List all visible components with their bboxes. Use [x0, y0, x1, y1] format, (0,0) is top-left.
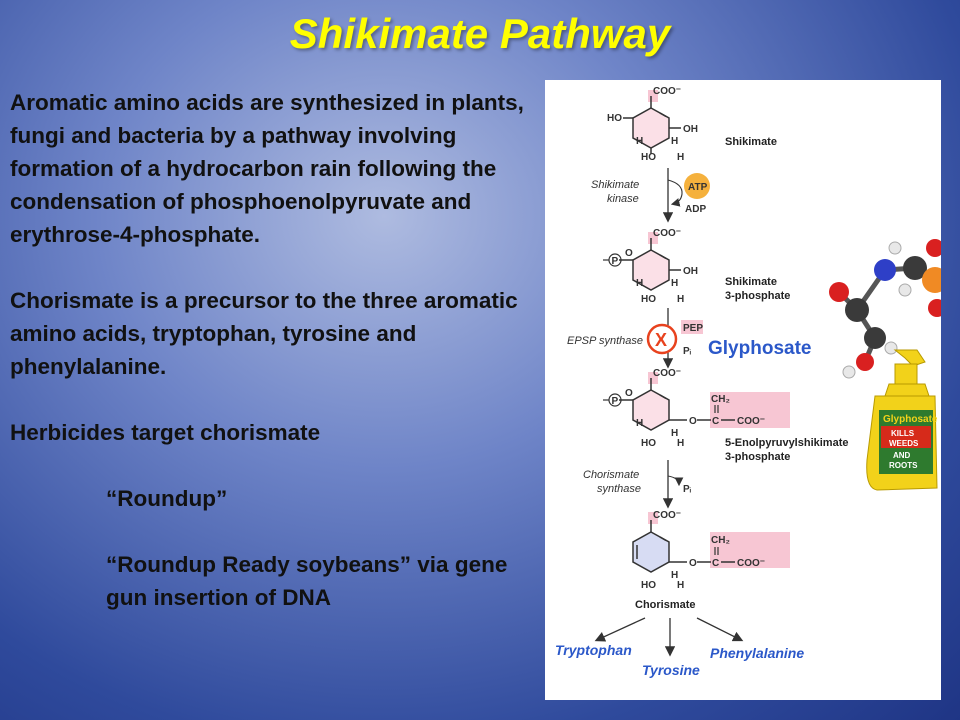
cofactor-atp: ATP [688, 182, 708, 193]
s2-p: P [612, 256, 619, 267]
shikimate-structure: COO⁻ HO OH H H HO H [607, 86, 698, 163]
pathway-diagram-panel: COO⁻ HO OH H H HO H Shikimate Shikimate … [545, 80, 941, 700]
s3-ho: HO [641, 438, 656, 449]
s1-ho: HO [607, 113, 622, 124]
paragraph-roundup: “Roundup” [106, 486, 228, 511]
enzyme-kinase-2: kinase [607, 193, 639, 205]
arrow-tryptophan [594, 617, 646, 642]
herbicide-spray-bottle: Glyphosate KILLS WEEDS AND ROOTS [866, 349, 938, 491]
slide-body: Aromatic amino acids are synthesized in … [10, 86, 535, 614]
s3-o2: O [689, 416, 697, 427]
s2-h1: H [636, 278, 643, 289]
s3-h3: H [677, 438, 684, 449]
inhibition-mark [646, 323, 678, 355]
s1-h2: H [671, 136, 678, 147]
glyphosate-label: Glyphosate [708, 338, 811, 359]
s1-coo: COO⁻ [653, 86, 681, 97]
s2-ho: HO [641, 294, 656, 305]
enzyme-kinase-1: Shikimate [591, 179, 639, 191]
cofactor-pep: PEP [683, 323, 703, 334]
s4-ho: HO [641, 580, 656, 591]
s4-h2: H [677, 580, 684, 591]
s4-o: O [689, 558, 697, 569]
paragraph-herbicides: Herbicides target chorismate [10, 420, 321, 445]
s1-ho2: HO [641, 152, 656, 163]
chorismate-structure: COO⁻ O C CH₂ COO⁻ H HO H [632, 510, 790, 591]
enzyme-epsp-synthase: EPSP synthase [567, 335, 643, 347]
s4-ch2: CH₂ [711, 535, 730, 546]
label-chorismate: Chorismate [635, 599, 696, 611]
s2-h3: H [677, 294, 684, 305]
s2-o: O [625, 248, 633, 259]
paragraph-pathway: Aromatic amino acids are synthesized in … [10, 90, 524, 247]
cofactor-pi-2: Pᵢ [683, 484, 692, 495]
paragraph-chorismate: Chorismate is a precursor to the three a… [10, 288, 518, 379]
bottle-tag-3: AND [893, 451, 911, 460]
s3-coo2: COO⁻ [737, 416, 765, 427]
bottle-brand: Glyphosate [883, 414, 938, 425]
inhibition-x: X [655, 330, 667, 350]
s4-c: C [712, 558, 719, 569]
enzyme-chorismate-1: Chorismate [583, 469, 639, 481]
s2-oh: OH [683, 266, 698, 277]
bottle-tag-1: KILLS [891, 429, 915, 438]
pathway-diagram: COO⁻ HO OH H H HO H Shikimate Shikimate … [555, 86, 941, 678]
paragraph-roundup-ready: “Roundup Ready soybeans” via gene gun in… [106, 552, 508, 610]
bottle-tag-2: WEEDS [889, 439, 919, 448]
s1-h1: H [636, 136, 643, 147]
label-s3p-1: Shikimate [725, 276, 777, 288]
arrow-phenylalanine [696, 617, 744, 642]
cofactor-adp: ADP [685, 204, 706, 215]
s4-coo2: COO⁻ [737, 558, 765, 569]
label-epsp-1: 5-Enolpyruvylshikimate [725, 437, 849, 449]
s4-coo: COO⁻ [653, 510, 681, 521]
slide-title: Shikimate Pathway [289, 10, 671, 57]
s3-coo: COO⁻ [653, 368, 681, 379]
atp-circle [684, 173, 710, 199]
s2-h2: H [671, 278, 678, 289]
s3-p: P [612, 396, 619, 407]
s3-ch2: CH₂ [711, 394, 730, 405]
label-shikimate: Shikimate [725, 136, 777, 148]
label-epsp-2: 3-phosphate [725, 451, 790, 463]
s3-o: O [625, 388, 633, 399]
s1-oh: OH [683, 124, 698, 135]
bottle-tag-4: ROOTS [889, 461, 918, 470]
shikimate-3-phosphate-structure: P O COO⁻ OH H H HO H [603, 228, 698, 305]
s4-h1: H [671, 570, 678, 581]
product-phenylalanine: Phenylalanine [710, 645, 804, 661]
product-tyrosine: Tyrosine [642, 662, 700, 678]
s3-h1: H [636, 418, 643, 429]
enzyme-chorismate-2: synthase [597, 483, 641, 495]
s1-h3: H [677, 152, 684, 163]
cofactor-pi-1: Pᵢ [683, 346, 692, 357]
epsp-structure: P O COO⁻ O C CH₂ COO⁻ H H HO H [603, 368, 790, 449]
label-s3p-2: 3-phosphate [725, 290, 790, 302]
s3-h2: H [671, 428, 678, 439]
s2-coo: COO⁻ [653, 228, 681, 239]
s3-c: C [712, 416, 719, 427]
product-tryptophan: Tryptophan [555, 642, 632, 658]
glyphosate-molecule-model [829, 239, 941, 379]
